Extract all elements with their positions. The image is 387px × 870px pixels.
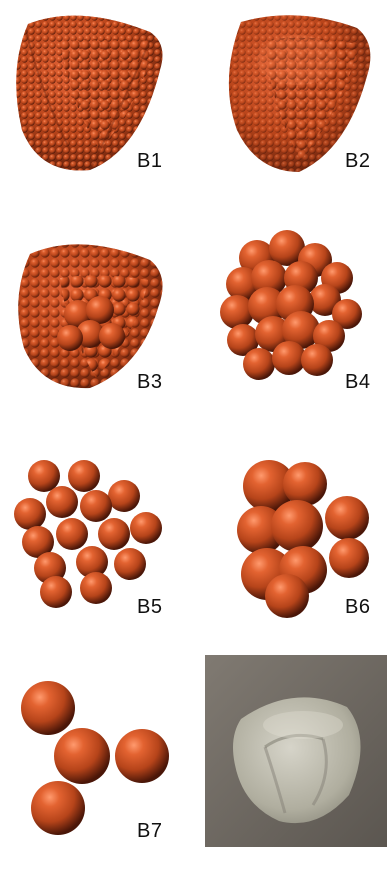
- panel-label-b4: B4: [345, 371, 370, 394]
- panel-label-b1: B1: [137, 150, 162, 173]
- sphere-packing-b2-graphic: [197, 0, 387, 210]
- panel-label-b2: B2: [345, 150, 370, 173]
- panel-b2: B2: [197, 0, 387, 210]
- sphere-packing-b4-graphic: [197, 218, 387, 428]
- sphere-packing-b1-graphic: [0, 0, 190, 210]
- panel-label-b6: B6: [345, 596, 370, 619]
- object-photograph-graphic: [205, 655, 387, 847]
- sphere-packing-b3-graphic: [0, 218, 190, 428]
- object-photograph: [205, 655, 387, 847]
- panel-b5: B5: [0, 440, 190, 650]
- panel-label-b5: B5: [137, 596, 162, 619]
- panel-label-b7: B7: [137, 820, 162, 843]
- panel-label-b3: B3: [137, 371, 162, 394]
- panel-b3: B3: [0, 218, 190, 428]
- panel-b6: B6: [197, 440, 387, 650]
- panel-b1: B1: [0, 0, 190, 210]
- panel-b4: B4: [197, 218, 387, 428]
- panel-b7: B7: [0, 660, 190, 870]
